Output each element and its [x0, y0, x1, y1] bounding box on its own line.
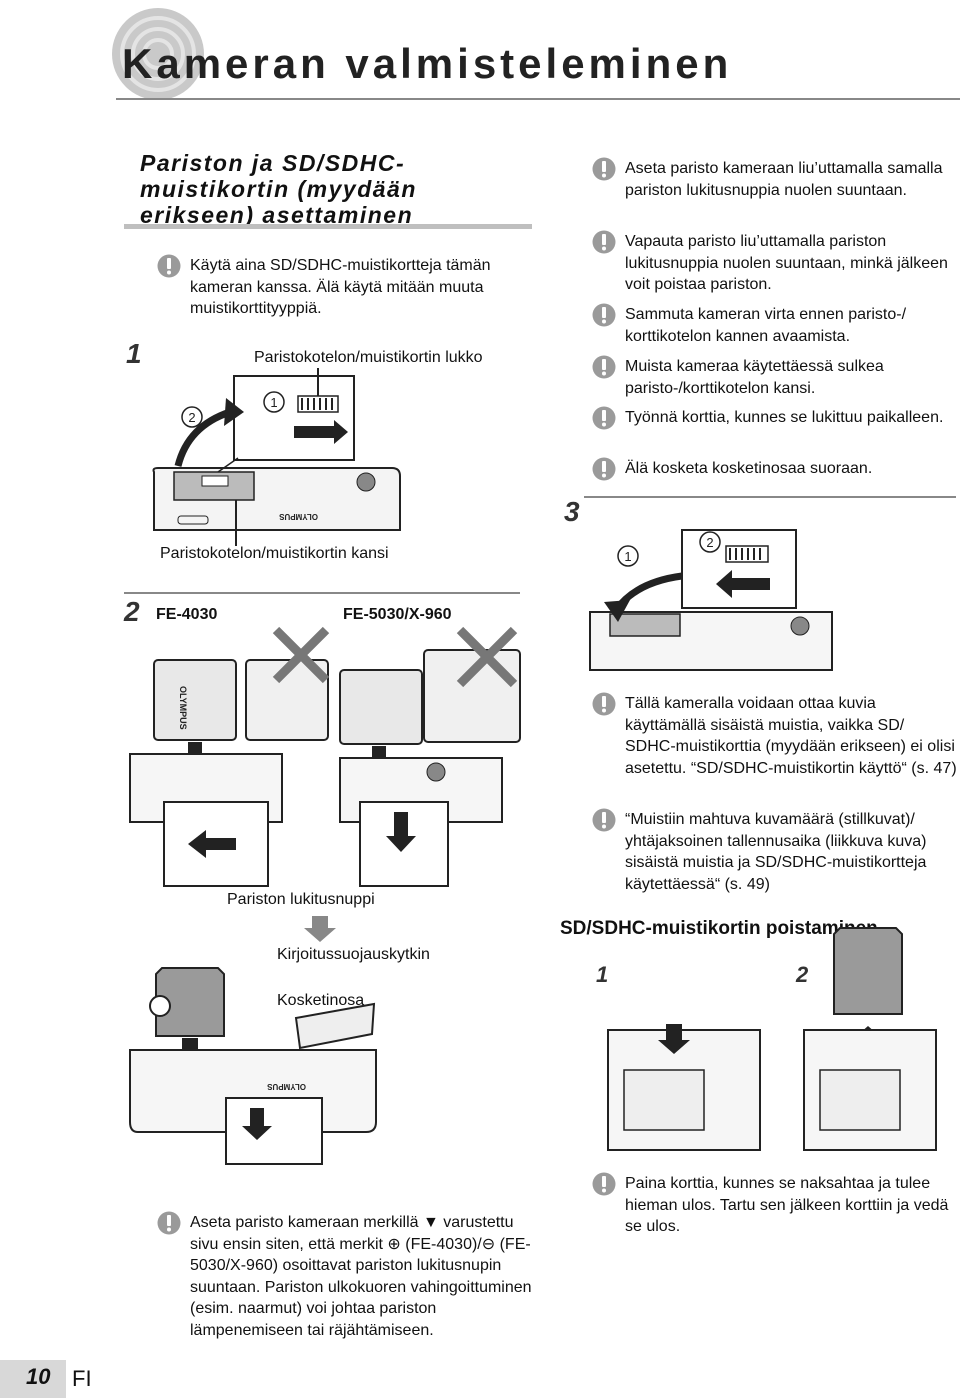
warning-icon: [592, 1172, 616, 1196]
right-note-3: Sammuta kameran virta ennen paristo-/ ko…: [592, 303, 957, 348]
warning-icon: [592, 692, 616, 716]
right-note-4-text: Muista kameraa käytettäessä sulkea paris…: [625, 358, 884, 397]
right-note-6: Älä kosketa kosketinosaa suoraan.: [592, 457, 957, 481]
step-1-illustration: OLYMPUS: [152, 368, 401, 546]
circle-2-text: 2: [188, 410, 195, 425]
warning-icon: [592, 157, 616, 181]
memory-note-1-text: Tällä kameralla voidaan ottaa kuvia käyt…: [625, 695, 957, 777]
right-note-6-text: Älä kosketa kosketinosaa suoraan.: [625, 460, 873, 477]
right-note-3-text: Sammuta kameran virta ennen paristo-/ ko…: [625, 306, 907, 345]
page-title: Kameran valmisteleminen: [122, 40, 733, 87]
warning-icon: [592, 230, 616, 254]
left-warning-note: Käytä aina SD/SDHC-muistikortteja tämän …: [157, 254, 527, 321]
warning-icon: [592, 303, 616, 327]
step-2-divider: [124, 592, 520, 594]
section-title: Pariston ja SD/SDHC-muistikortin (myydää…: [140, 150, 417, 228]
step-1-circle-2: 2: [181, 406, 203, 428]
battery-orientation-note: Aseta paristo kameraan merkillä ▼ varust…: [157, 1211, 537, 1362]
page-number: 10: [26, 1364, 51, 1389]
right-note-2: Vapauta paristo liu’uttamalla pariston l…: [592, 230, 957, 295]
battery-orientation-text: Aseta paristo kameraan merkillä ▼ varust…: [190, 1214, 532, 1339]
memory-note-1: Tällä kameralla voidaan ottaa kuvia käyt…: [592, 692, 957, 801]
warning-icon: [592, 808, 616, 832]
step-3-circle-1: 1: [617, 545, 639, 567]
section-divider: [124, 224, 532, 229]
contact-area-label: Kosketinosa: [277, 992, 365, 1009]
write-protect-label: Kirjoitussuojauskytkin: [277, 946, 430, 963]
memory-note-2-text: “Muistiin mahtuva kuvamäärä (stillkuvat)…: [625, 811, 927, 893]
circle-1-text: 1: [270, 395, 277, 410]
removal-step-2-illustration: [803, 927, 937, 1151]
warning-icon: [157, 254, 181, 278]
card-insert-illustration: OLYMPUS: [129, 967, 377, 1165]
right-note-5: Työnnä korttia, kunnes se lukittuu paika…: [592, 406, 957, 451]
warning-icon: [592, 355, 616, 379]
removal-note: Paina korttia, kunnes se naksahtaa ja tu…: [592, 1172, 960, 1239]
card-removal-heading: SD/SDHC-muistikortin poistaminen: [560, 918, 878, 939]
battery-brand-mark: OLYMPUS: [178, 686, 188, 730]
battery-lock-knob-label: Pariston lukitusnuppi: [227, 891, 375, 908]
model-fe4030-label: FE-4030: [156, 606, 218, 623]
step-3-illustration: [589, 529, 833, 671]
removal-step-1: 1: [596, 962, 609, 987]
memory-note-2: “Muistiin mahtuva kuvamäärä (stillkuvat)…: [592, 808, 957, 895]
step-1-circle-1: 1: [263, 391, 285, 413]
camera-brand-mark: OLYMPUS: [279, 512, 318, 521]
step-3-circle-1-text: 1: [624, 549, 631, 564]
page-language: FI: [72, 1366, 92, 1391]
camera-brand-mark-2: OLYMPUS: [267, 1082, 306, 1091]
right-note-5-text: Työnnä korttia, kunnes se lukittuu paika…: [625, 409, 944, 426]
right-note-4: Muista kameraa käytettäessä sulkea paris…: [592, 355, 957, 400]
step-3-circle-2-text: 2: [706, 535, 713, 550]
step-3-number: 3: [564, 496, 580, 527]
title-divider: [116, 98, 960, 100]
page-number-box: [0, 1360, 66, 1398]
battery-card-lock-label: Paristokotelon/muistikortin lukko: [254, 349, 483, 366]
removal-note-text: Paina korttia, kunnes se naksahtaa ja tu…: [625, 1175, 949, 1235]
warning-icon: [157, 1211, 181, 1235]
removal-step-2: 2: [796, 962, 809, 987]
step-3-divider: [584, 496, 956, 498]
left-note-text: Käytä aina SD/SDHC-muistikortteja tämän …: [190, 257, 491, 317]
model-fe5030-label: FE-5030/X-960: [343, 606, 452, 623]
down-arrow-icon: [304, 916, 336, 942]
warning-icon: [592, 406, 616, 430]
warning-icon: [592, 457, 616, 481]
chapter-emblem: [112, 8, 204, 100]
step-1-number: 1: [126, 338, 142, 369]
removal-step-1-illustration: [607, 1024, 761, 1151]
right-note-1-text: Aseta paristo kameraan liu’uttamalla sam…: [625, 160, 943, 199]
step-2-number: 2: [124, 596, 140, 627]
right-note-1: Aseta paristo kameraan liu’uttamalla sam…: [592, 157, 957, 222]
battery-insert-illustration: OLYMPUS: [129, 626, 521, 887]
right-note-2-text: Vapauta paristo liu’uttamalla pariston l…: [625, 233, 948, 293]
step-3-circle-2: 2: [699, 531, 721, 553]
battery-card-cover-label: Paristokotelon/muistikortin kansi: [160, 545, 389, 562]
